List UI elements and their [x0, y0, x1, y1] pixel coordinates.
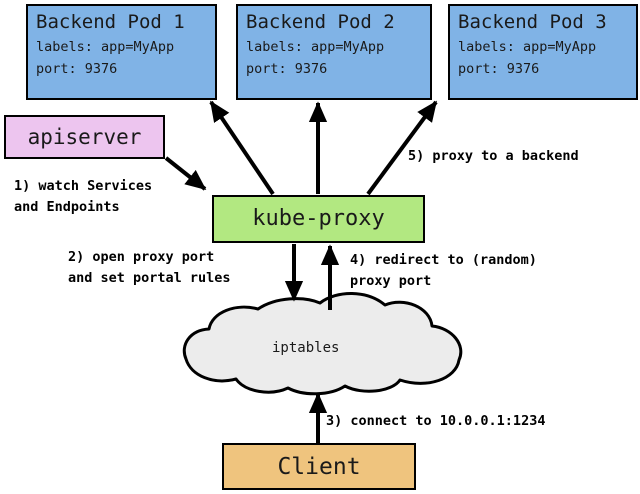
arrow-kubeproxy-to-pod3	[366, 100, 438, 196]
iptables-cloud	[182, 292, 463, 396]
client-box[interactable]: Client	[222, 443, 416, 490]
client-label: Client	[277, 453, 361, 480]
kube-proxy-box[interactable]: kube-proxy	[212, 195, 425, 243]
kube-proxy-label: kube-proxy	[252, 206, 385, 231]
pod-1-port: port: 9376	[36, 61, 118, 77]
step-4-label-line1: 4) redirect to (random)	[350, 252, 537, 268]
pod-2-port: port: 9376	[246, 61, 328, 77]
backend-pod-1-box[interactable]: Backend Pod 1 labels: app=MyApp port: 93…	[26, 4, 217, 100]
pod-3-labels: labels: app=MyApp	[458, 39, 597, 55]
step-1-label-line2: and Endpoints	[14, 199, 120, 215]
pod-1-title: Backend Pod 1	[36, 11, 185, 33]
step-5-label-line1: 5) proxy to a backend	[408, 148, 579, 164]
backend-pod-3-box[interactable]: Backend Pod 3 labels: app=MyApp port: 93…	[448, 4, 638, 100]
apiserver-label: apiserver	[27, 125, 142, 149]
iptables-label: iptables	[272, 340, 340, 356]
backend-pod-2-box[interactable]: Backend Pod 2 labels: app=MyApp port: 93…	[236, 4, 432, 100]
arrow-apiserver-to-kubeproxy	[164, 156, 207, 191]
step-4-label-line2: proxy port	[350, 273, 432, 289]
apiserver-box[interactable]: apiserver	[4, 115, 165, 159]
pod-1-labels: labels: app=MyApp	[36, 39, 175, 55]
pod-3-title: Backend Pod 3	[458, 11, 607, 33]
step-3-label-line1: 3) connect to 10.0.0.1:1234	[326, 413, 546, 429]
arrow-kubeproxy-to-pod1	[209, 100, 275, 196]
pod-3-port: port: 9376	[458, 61, 540, 77]
step-2-label-line2: and set portal rules	[68, 270, 231, 286]
step-2-label-line1: 2) open proxy port	[68, 249, 215, 265]
pod-2-title: Backend Pod 2	[246, 11, 395, 33]
pod-2-labels: labels: app=MyApp	[246, 39, 385, 55]
step-1-label-line1: 1) watch Services	[14, 178, 153, 194]
